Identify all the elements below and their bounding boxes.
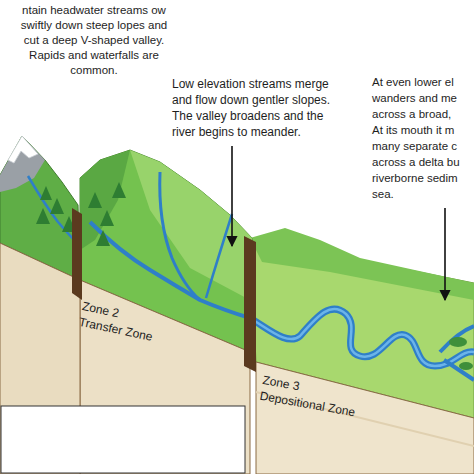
empty-box (1, 406, 245, 473)
tree (36, 208, 50, 224)
zone-label: Zone 2 Transfer Zone (77, 298, 164, 346)
stream (160, 172, 200, 300)
zone-label: Zone 3 Depositional Zone (258, 372, 364, 421)
tree (40, 186, 52, 200)
back-hills (250, 228, 474, 300)
tree (100, 210, 114, 226)
leader-arrow (444, 208, 446, 300)
leader-arrow (231, 146, 233, 246)
zone-cut (244, 236, 256, 372)
snow-cap (8, 136, 38, 163)
delta-island (459, 362, 473, 370)
zone-cut (72, 208, 82, 300)
hill-slope (130, 150, 252, 300)
callout-text: At even lower el wanders and me across a… (372, 74, 464, 202)
tree (112, 182, 126, 198)
stream (206, 214, 232, 298)
callout-text: ntain headwater streams ow swiftly down … (16, 3, 172, 78)
hill-slope (80, 150, 130, 250)
callout-text: Low elevation streams merge and flow dow… (172, 76, 348, 140)
mountain-rock (0, 136, 45, 192)
tree (50, 198, 64, 214)
tree (88, 192, 102, 208)
delta-channels (440, 326, 474, 380)
delta-island (449, 337, 467, 347)
meandering-river (250, 309, 474, 366)
tree (96, 230, 110, 246)
front-face (256, 362, 474, 474)
river-highlight (250, 309, 474, 366)
